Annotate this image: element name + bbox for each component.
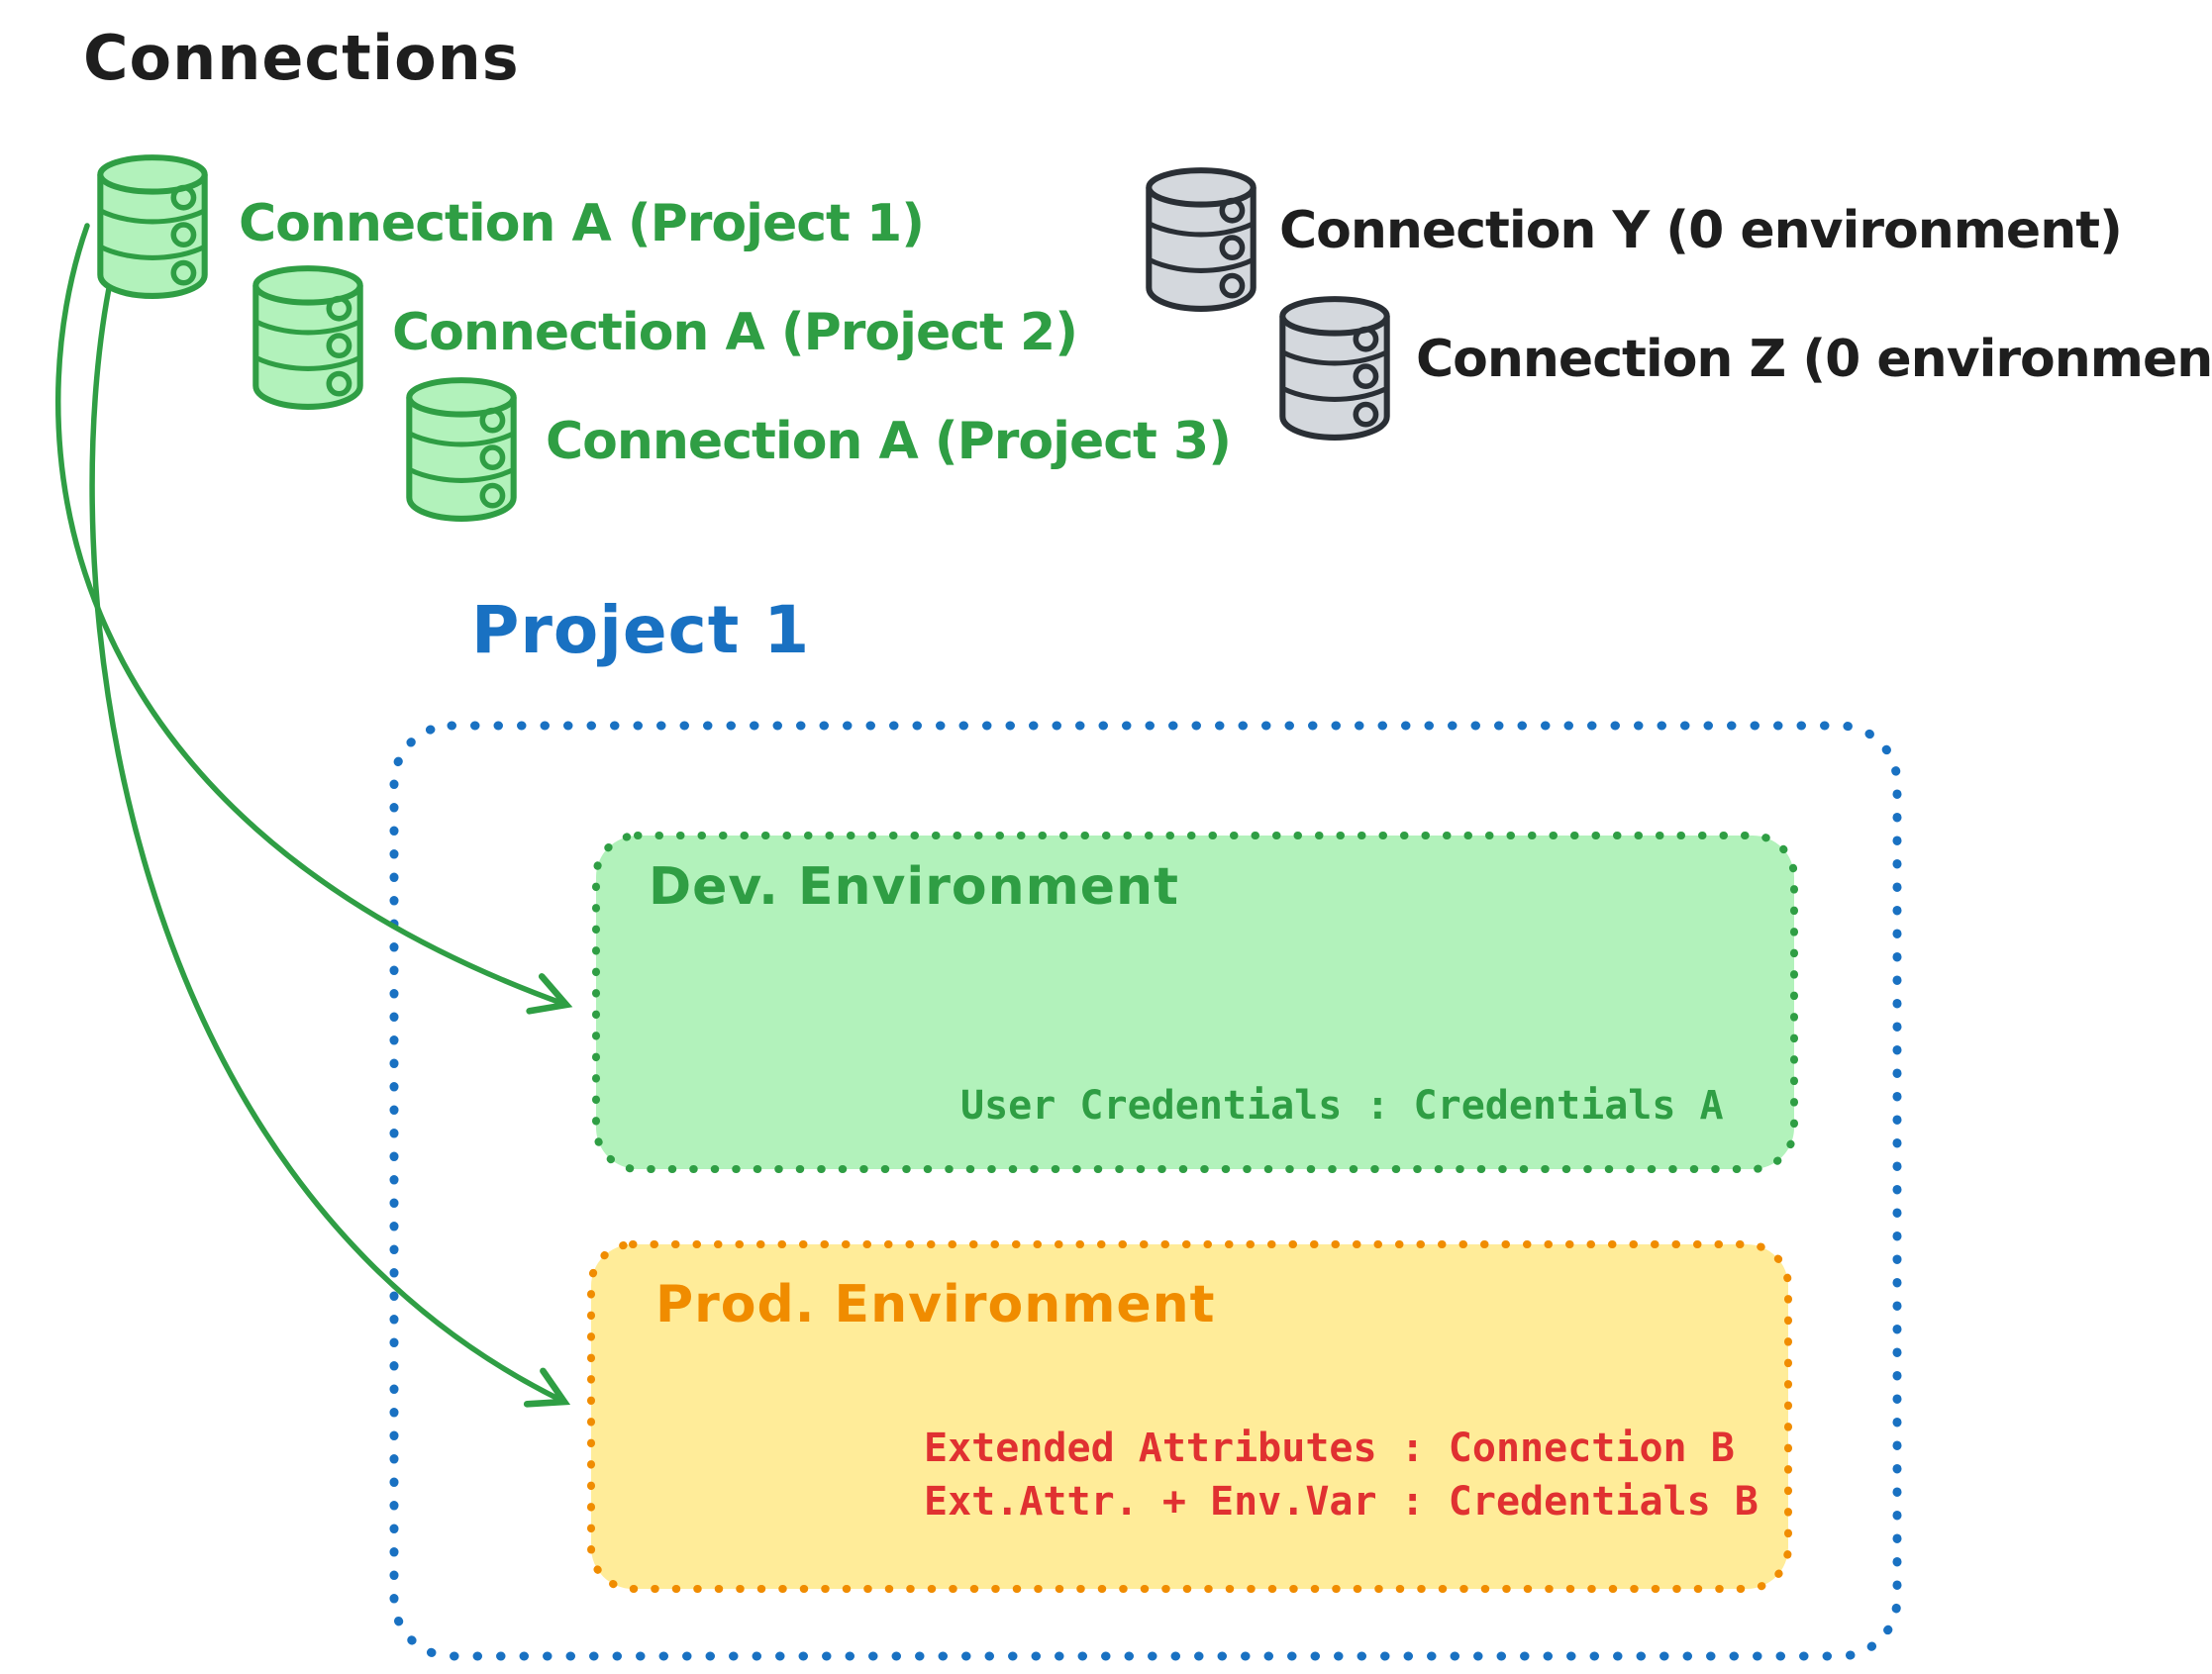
database-icon: [1141, 161, 1261, 314]
database-icon: [401, 371, 522, 524]
page-title: Connections: [83, 22, 520, 94]
connection-label: Connection A (Project 1): [239, 194, 925, 253]
prod-environment-title: Prod. Environment: [655, 1275, 1216, 1334]
project-title: Project 1: [471, 592, 811, 668]
connection-label: Connection A (Project 3): [546, 412, 1232, 471]
dev-environment-title: Dev. Environment: [649, 857, 1179, 917]
connection-label: Connection Y (0 environment): [1279, 201, 2123, 260]
connection-label: Connection A (Project 2): [392, 303, 1078, 362]
dev-credentials-mapping: User Credentials : Credentials A: [960, 1083, 1724, 1129]
database-icon: [248, 259, 368, 412]
prod-mapping-line: Ext.Attr. + Env.Var : Credentials B: [924, 1479, 1759, 1525]
database-icon: [1274, 290, 1395, 443]
connection-label: Connection Z (0 environment): [1416, 330, 2212, 389]
prod-mapping-line: Extended Attributes : Connection B: [924, 1426, 1735, 1471]
prod-credentials-mappings: Extended Attributes : Connection B Ext.A…: [924, 1422, 1759, 1528]
database-icon: [92, 148, 213, 301]
